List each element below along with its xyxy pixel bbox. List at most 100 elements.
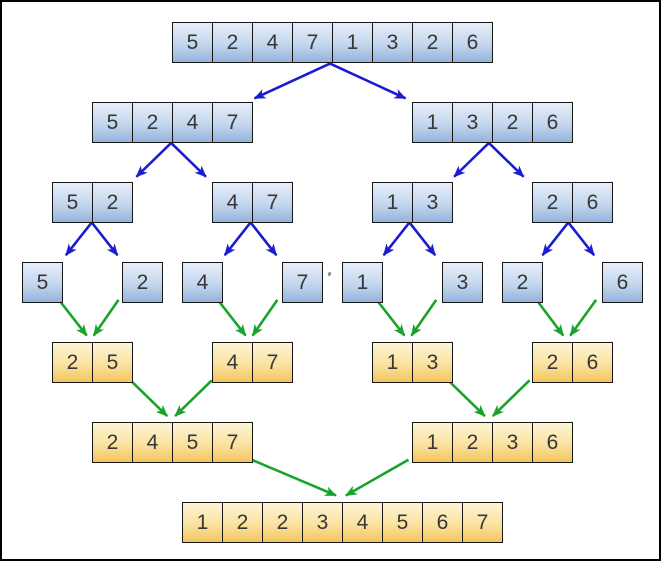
array-cell: 4	[172, 102, 213, 143]
array-cell: 2	[532, 342, 573, 383]
merge-arrow	[174, 379, 213, 417]
array-node-single-4: 7	[282, 262, 323, 303]
array-cell: 2	[412, 22, 453, 63]
split-arrow	[249, 221, 278, 256]
array-cell: 5	[92, 342, 133, 383]
array-cell: 5	[172, 22, 213, 63]
merge-arrow	[57, 299, 88, 337]
array-cell: 3	[452, 102, 493, 143]
array-cell: 2	[122, 262, 163, 303]
array-cell: 2	[532, 182, 573, 223]
split-arrow	[453, 142, 490, 178]
array-cell: 5	[22, 262, 63, 303]
array-cell: 3	[412, 342, 453, 383]
array-cell: 7	[462, 502, 503, 543]
array-cell: 1	[372, 182, 413, 223]
merge-arrow	[251, 299, 279, 337]
array-cell: 1	[182, 502, 223, 543]
array-node-single-7: 2	[502, 262, 543, 303]
array-cell: 4	[212, 182, 253, 223]
merge-arrow	[447, 379, 486, 417]
array-cell: 2	[492, 102, 533, 143]
merge-arrow	[216, 299, 247, 337]
array-cell: 7	[212, 102, 253, 143]
split-arrow	[170, 142, 207, 178]
array-cell: 3	[372, 22, 413, 63]
array-cell: 3	[302, 502, 343, 543]
array-cell: 2	[212, 22, 253, 63]
array-cell: 2	[52, 342, 93, 383]
split-arrow	[90, 221, 119, 256]
array-cell: 5	[172, 422, 213, 463]
array-cell: 7	[252, 342, 293, 383]
split-arrow	[223, 221, 252, 256]
array-cell: 1	[332, 22, 373, 63]
split-arrow	[487, 142, 525, 178]
array-cell: 2	[502, 262, 543, 303]
stray-mark	[327, 271, 332, 277]
merge-arrow	[345, 458, 410, 497]
merge-arrow	[92, 299, 120, 337]
array-cell: 4	[182, 262, 223, 303]
array-cell: 6	[572, 342, 613, 383]
array-node-single-1: 5	[22, 262, 63, 303]
array-cell: 6	[532, 422, 573, 463]
array-cell: 2	[132, 102, 173, 143]
array-cell: 1	[412, 102, 453, 143]
array-cell: 4	[342, 502, 383, 543]
array-cell: 3	[492, 422, 533, 463]
array-cell: 7	[252, 182, 293, 223]
split-arrow	[541, 221, 570, 256]
array-cell: 2	[92, 182, 133, 223]
array-cell: 4	[132, 422, 173, 463]
array-cell: 7	[292, 22, 333, 63]
array-cell: 7	[282, 262, 323, 303]
merge-arrow	[535, 299, 565, 337]
array-cell: 2	[452, 422, 493, 463]
split-arrow	[253, 62, 331, 100]
array-cell: 2	[92, 422, 133, 463]
array-node-single-3: 4	[182, 262, 223, 303]
array-cell: 5	[382, 502, 423, 543]
array-cell: 5	[52, 182, 93, 223]
array-cell: 1	[342, 262, 383, 303]
array-cell: 3	[412, 182, 453, 223]
array-cell: 6	[422, 502, 463, 543]
array-cell: 6	[452, 22, 493, 63]
array-cell: 1	[412, 422, 453, 463]
merge-arrow	[251, 458, 337, 497]
merge-arrow	[129, 379, 169, 417]
merge-arrow	[569, 299, 598, 337]
merge-arrow	[375, 299, 406, 337]
array-cell: 6	[532, 102, 573, 143]
array-cell: 7	[212, 422, 253, 463]
array-cell: 6	[572, 182, 613, 223]
merge-arrow	[410, 299, 438, 337]
merge-arrow	[491, 379, 531, 417]
array-cell: 2	[262, 502, 303, 543]
array-cell: 2	[222, 502, 263, 543]
array-node-single-6: 3	[442, 262, 483, 303]
array-cell: 6	[602, 262, 643, 303]
split-arrow	[64, 221, 93, 256]
split-arrow	[382, 221, 411, 256]
array-node-single-8: 6	[602, 262, 643, 303]
array-cell: 5	[92, 102, 133, 143]
array-cell: 1	[372, 342, 413, 383]
array-node-single-2: 2	[122, 262, 163, 303]
array-node-single-5: 1	[342, 262, 383, 303]
